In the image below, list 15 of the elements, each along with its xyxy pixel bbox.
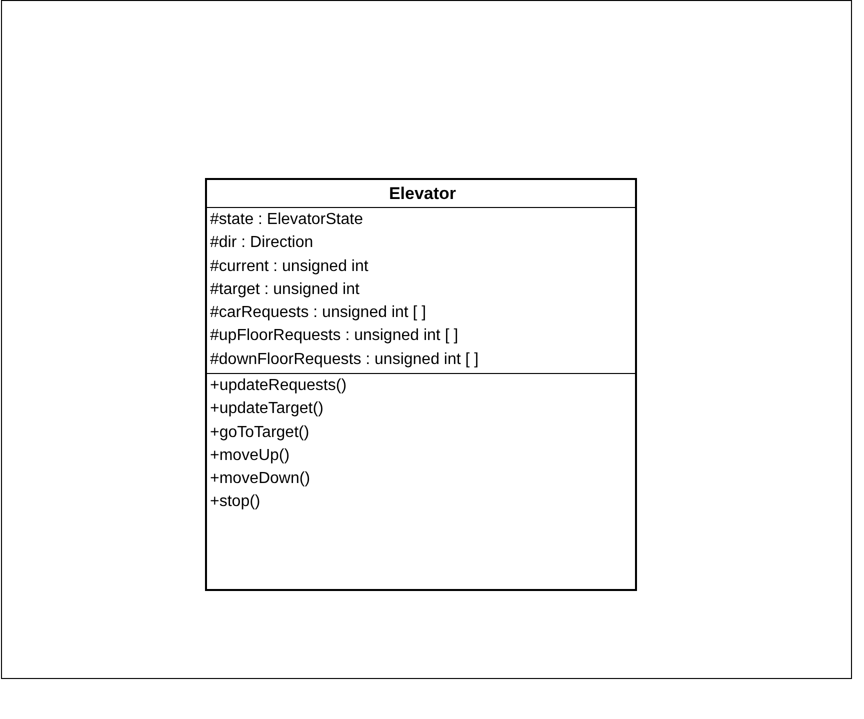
class-box — [205, 178, 637, 591]
attribute-text: #state : ElevatorState — [209, 210, 364, 230]
method-text: +stop() — [209, 492, 262, 512]
attribute-text: #downFloorRequests : unsigned int [ ] — [209, 350, 480, 370]
attribute-text: #target : unsigned int — [209, 280, 360, 300]
method-text: +updateRequests() — [209, 376, 348, 396]
class-name: Elevator — [388, 183, 458, 205]
attribute-text: #carRequests : unsigned int [ ] — [209, 303, 428, 324]
method-text: +updateTarget() — [209, 399, 324, 420]
attribute-text: #dir : Direction — [209, 233, 314, 254]
method-text: +moveDown() — [209, 469, 312, 490]
method-text: +goToTarget() — [209, 422, 310, 443]
attribute-text: #upFloorRequests : unsigned int [ ] — [209, 326, 460, 346]
attribute-text: #current : unsigned int — [209, 256, 370, 277]
method-text: +moveUp() — [209, 446, 291, 466]
